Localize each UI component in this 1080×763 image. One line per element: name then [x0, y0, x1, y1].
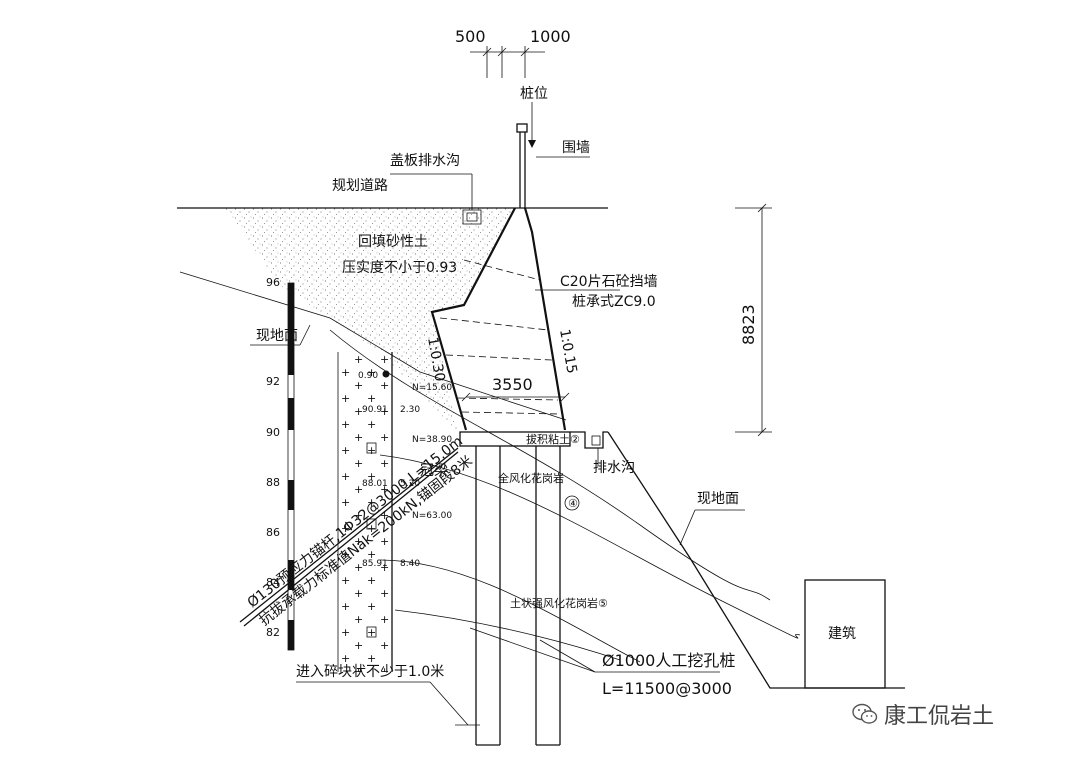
piles — [475, 446, 561, 746]
building-label: 建筑 — [828, 626, 856, 642]
borehole-n2: N=38.90 — [412, 435, 452, 445]
elevation-scale: 96 92 90 88 86 84 82 — [266, 276, 295, 651]
enter-rock-label: 进入碎块状不少于1.0米 — [296, 664, 444, 680]
borehole-level-top: 0.90 — [358, 371, 378, 381]
borehole-d3: 8.40 — [400, 559, 420, 569]
dim-500: 500 — [455, 27, 486, 46]
retaining-wall-label: C20片石砼挡墙 — [560, 274, 658, 290]
pile-type-label: 桩承式ZC9.0 — [572, 293, 656, 310]
scale-tick-92: 92 — [266, 375, 280, 388]
layer-boundary-1 — [329, 329, 771, 601]
dim-3550: 3550 — [492, 375, 533, 394]
pile-position: 桩位 — [520, 85, 548, 148]
original-ground-line — [179, 271, 567, 421]
scale-tick-84: 84 — [266, 576, 280, 589]
borehole-column: 0.90 N=15.60 90.91 2.30 N=38.90 88.01 5.… — [337, 352, 452, 672]
width-dimension: 3550 — [461, 375, 570, 402]
right-drain: 排水沟 — [570, 431, 635, 476]
building: 建筑 — [804, 579, 886, 689]
covered-drain-label: 盖板排水沟 — [390, 153, 460, 169]
fill-soil-label: 拔积粘土② — [526, 432, 580, 446]
backfill-zone — [225, 208, 515, 432]
scale-tick-86: 86 — [266, 526, 280, 539]
compaction-label: 压实度不小于0.93 — [342, 260, 457, 276]
drain-label: 排水沟 — [593, 460, 635, 476]
scale-tick-90: 90 — [266, 426, 280, 439]
boundary-wall-label: 围墙 — [562, 140, 590, 156]
manual-pile-callout: Ø1000人工挖孔桩 L=11500@3000 — [469, 627, 735, 698]
right-ground-leader — [679, 509, 696, 546]
retaining-wall: C20片石砼挡墙 桩承式ZC9.0 1:0.30 1:0.15 — [424, 207, 658, 431]
borehole-n1: N=15.60 — [412, 383, 452, 393]
borehole-lvl1: 90.91 — [362, 405, 388, 415]
borehole-lvl3: 85.91 — [362, 559, 388, 569]
layer-boundary-2 — [379, 454, 801, 639]
pile-length-label: L=11500@3000 — [602, 679, 732, 698]
borehole-n1-depth: 2.30 — [400, 405, 420, 415]
dim-8823: 8823 — [739, 304, 758, 345]
manual-pile-label: Ø1000人工挖孔桩 — [602, 651, 735, 670]
watermark: 康工侃岩土 — [852, 698, 994, 730]
top-dimension: 500 1000 — [455, 27, 571, 78]
borehole-d2: 5.20 — [400, 479, 420, 489]
planned-road-label: 规划道路 — [332, 178, 388, 194]
current-ground-right-label: 现地面 — [697, 491, 739, 507]
watermark-text: 康工侃岩土 — [884, 704, 995, 729]
strong-weathered-label: 土状强风化花岗岩⑤ — [510, 596, 608, 610]
enter-rock-callout: 进入碎块状不少于1.0米 — [296, 664, 480, 726]
slope-left-label: 1:0.30 — [424, 336, 448, 383]
wechat-icon — [852, 703, 878, 724]
borehole-n3: N=63.00 — [412, 511, 452, 521]
slope-right-label: 1:0.15 — [556, 328, 580, 375]
layer-boundary-3 — [379, 559, 641, 663]
backfill-label: 回填砂性土 — [358, 234, 428, 250]
boundary-wall: 围墙 — [516, 123, 590, 208]
borehole-lvl2: 88.01 — [362, 479, 388, 489]
layer-boundary-4 — [394, 609, 621, 661]
scale-tick-88: 88 — [266, 476, 280, 489]
full-weathered-label: 全风化花岗岩 — [498, 471, 564, 485]
scale-tick-82: 82 — [266, 626, 280, 639]
pile-position-label: 桩位 — [520, 85, 548, 102]
current-ground-left-label: 现地面 — [256, 328, 298, 344]
scale-tick-96: 96 — [266, 276, 280, 289]
height-dimension: 8823 — [735, 203, 772, 437]
layer4-label: ④ — [568, 497, 578, 510]
dim-1000: 1000 — [530, 27, 571, 46]
right-ground-surface — [607, 431, 905, 689]
